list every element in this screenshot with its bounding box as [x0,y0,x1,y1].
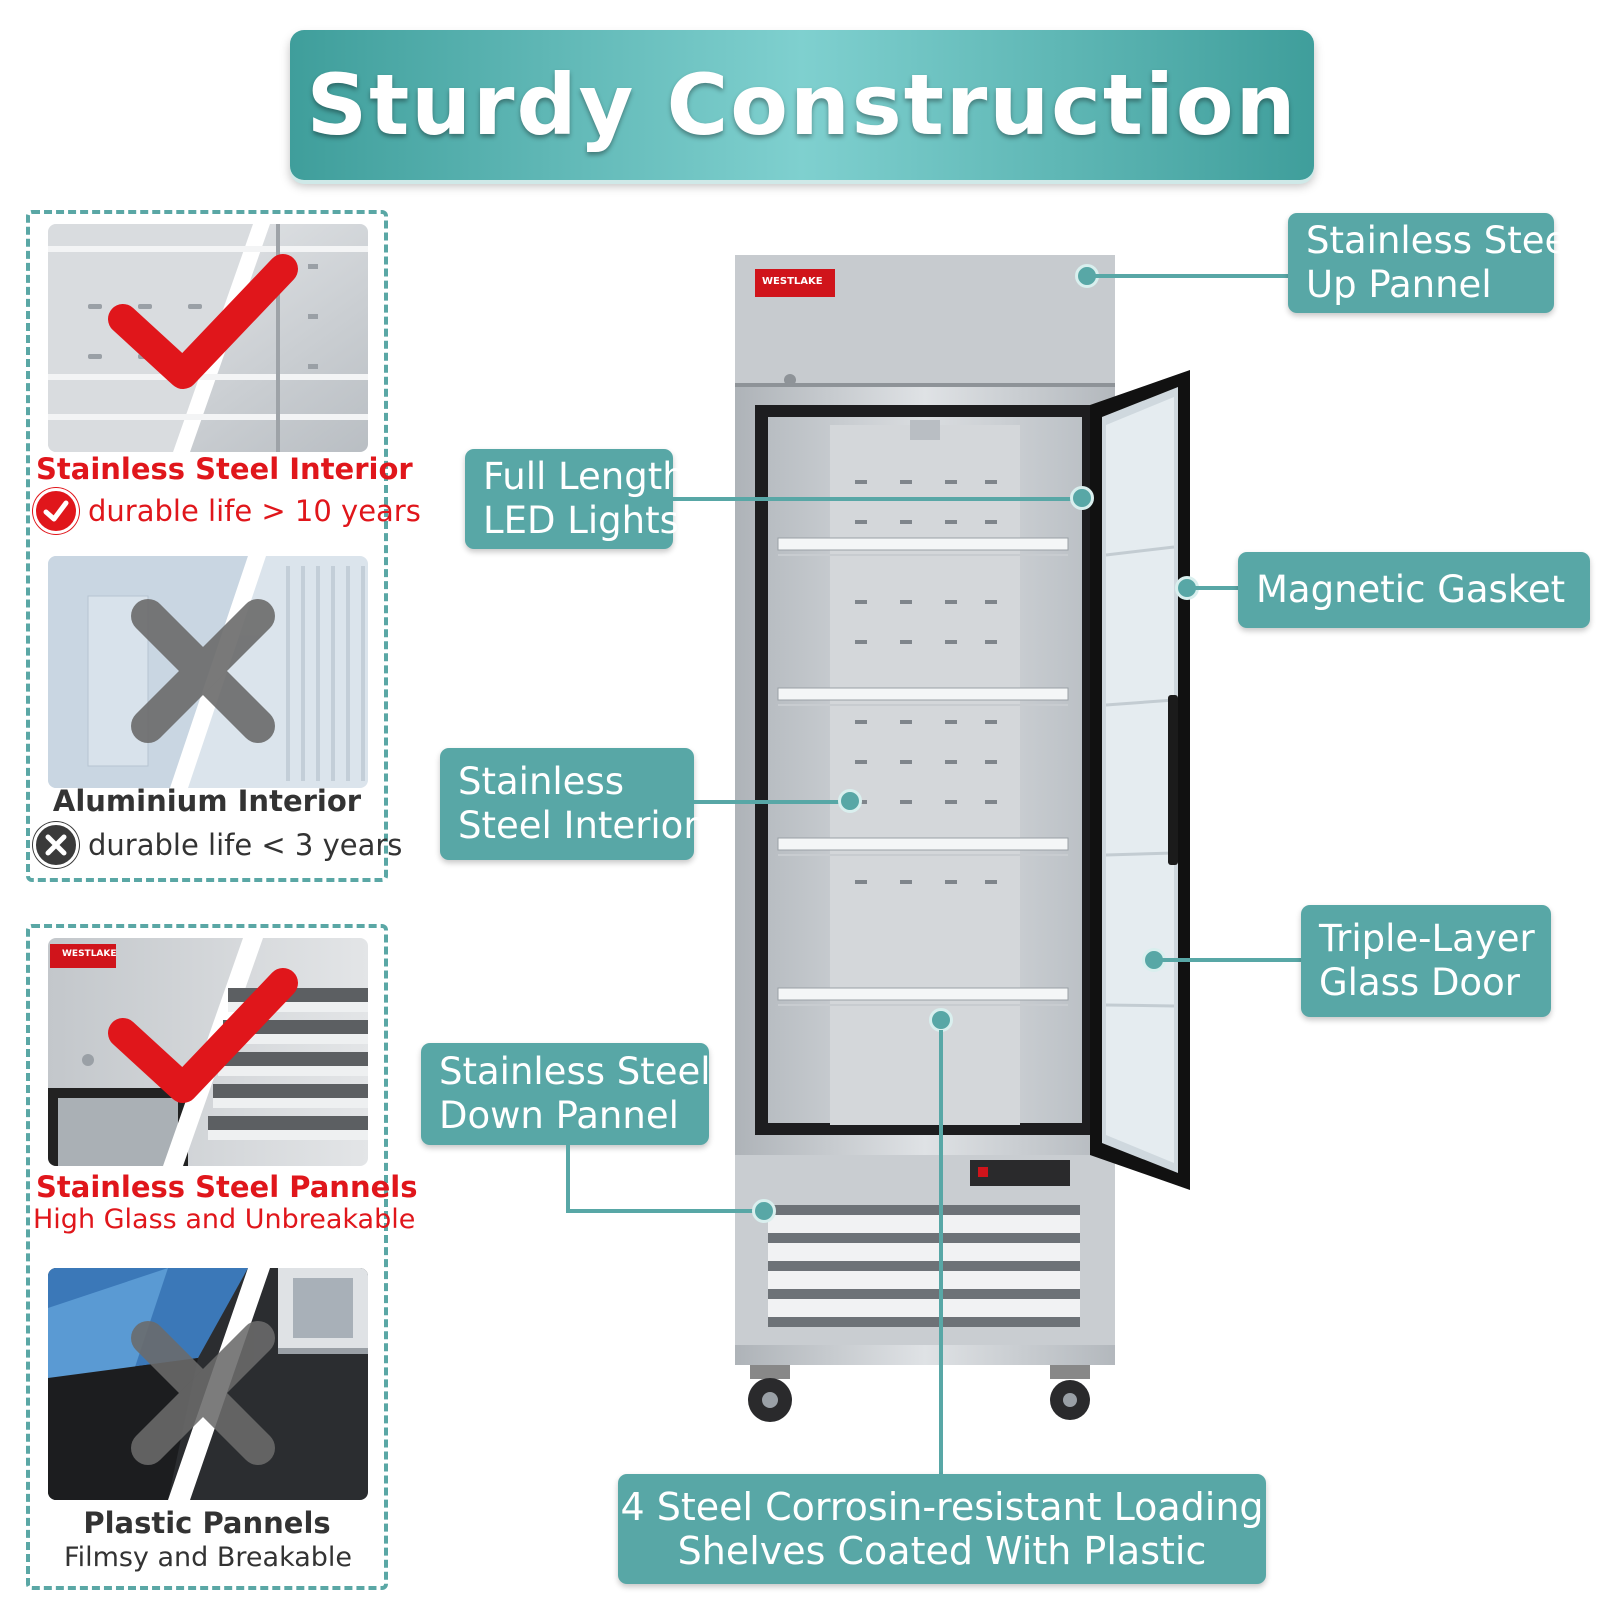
down-panel-marker [752,1199,776,1223]
aluminium-interior-photo [48,556,368,788]
fridge-brand-label: WESTLAKE [762,276,823,287]
check-icon [108,968,298,1103]
callout-glass-door: Triple-Layer Glass Door [1301,905,1551,1017]
up-panel-leader [1092,274,1288,278]
plastic-panels-photo [48,1268,368,1500]
down-panel-leader-h [566,1209,756,1213]
stainless-interior-caption: Stainless Steel Interior [36,452,413,486]
callout-down-panel: Stainless Steel Down Pannel [421,1043,711,1145]
down-panel-leader-v [566,1145,570,1213]
led-leader [673,497,1073,501]
interior-marker [838,789,862,813]
cross-circle-icon [33,822,79,868]
refrigerator-illustration: WESTLAKE [730,255,1230,1425]
check-circle-icon [33,488,79,534]
shelf-leader [939,1030,943,1474]
aluminium-interior-caption: Aluminium Interior [52,784,362,818]
callout-interior: Stainless Steel Interior [440,748,699,860]
plastic-panels-caption: Plastic Pannels [83,1506,331,1540]
stainless-interior-life: durable life > 10 years [88,494,421,528]
led-marker [1070,486,1094,510]
stainless-panels-photo: WESTLAKE [48,938,368,1166]
title-banner: Sturdy Construction [290,30,1314,180]
interior-leader [694,800,846,804]
brand-label: WESTLAKE [62,949,117,959]
shelf-marker [929,1008,953,1032]
gasket-leader [1192,586,1238,590]
panel-comparison-panel [26,924,388,1590]
aluminium-interior-life: durable life < 3 years [88,828,403,862]
callout-up-panel: Stainless Steel Up Pannel [1288,213,1578,313]
cross-icon [131,1321,275,1465]
callout-shelves: 4 Steel Corrosin-resistant Loading Shelv… [618,1474,1266,1584]
stainless-panels-caption: Stainless Steel Pannels [36,1170,418,1204]
stainless-panels-note: High Glass and Unbreakable [33,1204,416,1235]
glass-door-leader [1159,958,1301,962]
plastic-panels-note: Filmsy and Breakable [64,1542,353,1573]
gasket-marker [1175,576,1199,600]
stainless-interior-photo [48,224,368,452]
callout-magnetic-gasket: Magnetic Gasket [1238,552,1590,628]
callout-led-lights: Full Length LED Lights [465,449,686,549]
interior-comparison-panel [26,210,388,882]
page-title: Sturdy Construction [306,56,1298,154]
cross-icon [131,599,275,743]
check-icon [108,254,298,389]
